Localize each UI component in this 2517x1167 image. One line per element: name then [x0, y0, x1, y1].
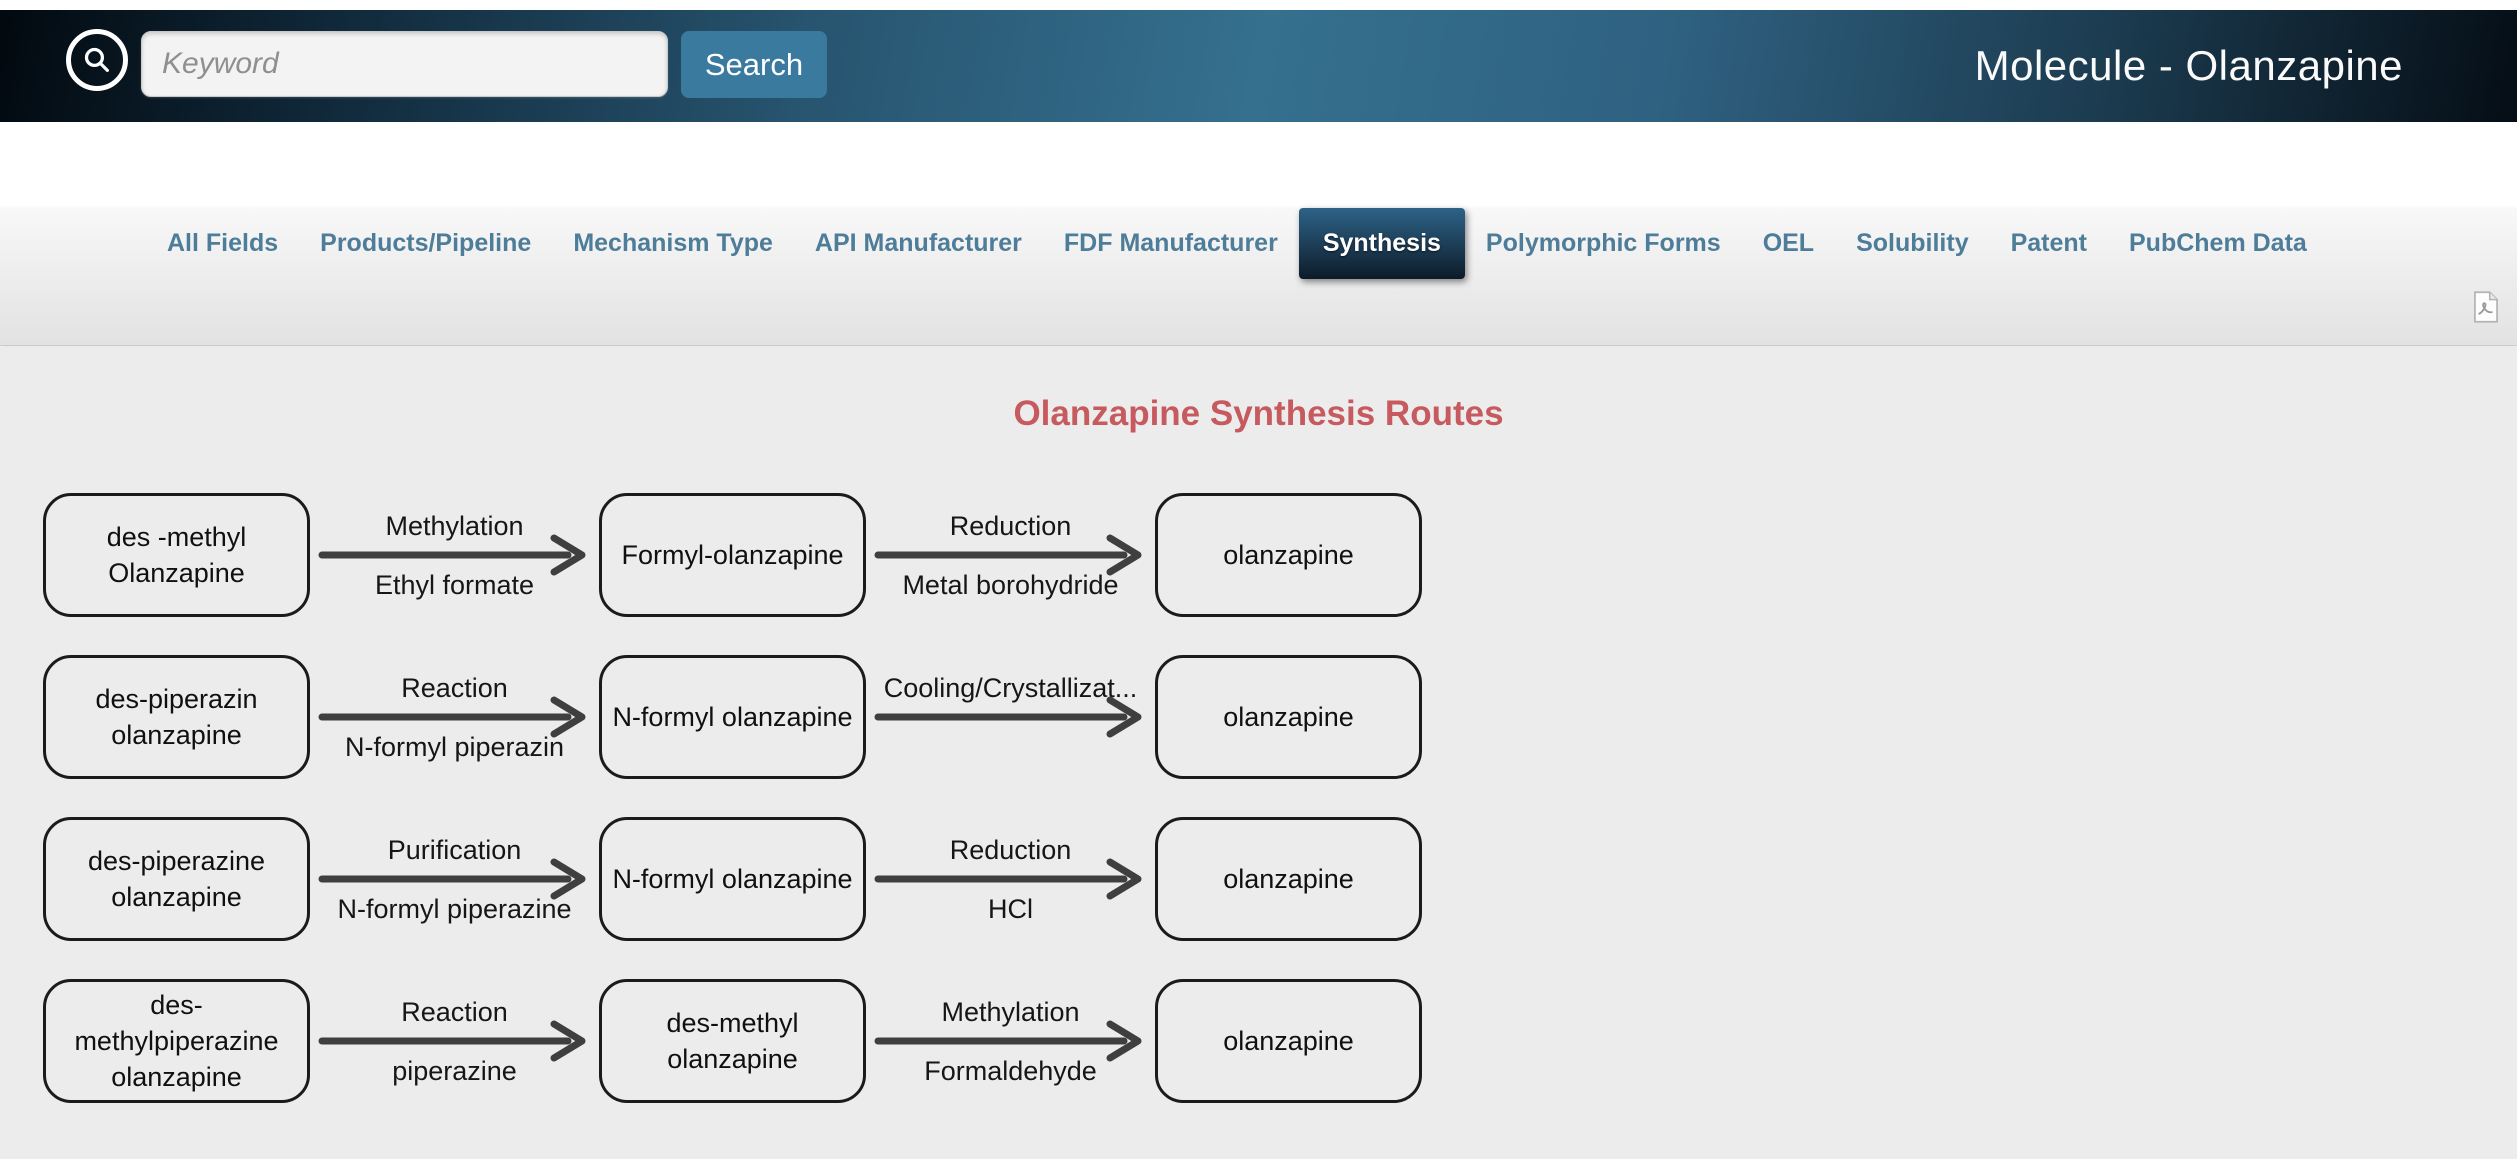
tab-mechanism-type[interactable]: Mechanism Type: [573, 229, 773, 257]
right-arrow-icon: [874, 696, 1142, 738]
keyword-search-input[interactable]: [141, 31, 668, 97]
molecule-node: olanzapine: [1155, 979, 1422, 1103]
right-arrow-icon: [874, 858, 1142, 900]
reaction-label: Reduction: [949, 835, 1072, 865]
right-arrow-icon: [874, 534, 1142, 576]
molecule-node: olanzapine: [1155, 655, 1422, 779]
tab-navigation-bar: All Fields Products/Pipeline Mechanism Typ…: [0, 208, 2517, 346]
tab-oel[interactable]: OEL: [1762, 229, 1815, 257]
synthesis-routes-title: Olanzapine Synthesis Routes: [1013, 394, 1504, 433]
node-text-line: des-piperazine: [87, 846, 266, 876]
node-text-line: N-formyl olanzapine: [612, 702, 853, 732]
right-arrow-icon: [318, 1020, 586, 1062]
right-arrow-icon: [318, 534, 586, 576]
molecule-node: Formyl-olanzapine: [599, 493, 866, 617]
pdf-page-glyph: [2474, 291, 2498, 323]
molecule-node: olanzapine: [1155, 493, 1422, 617]
node-text-line: N-formyl olanzapine: [612, 864, 853, 894]
reaction-label: Methylation: [385, 511, 524, 541]
reagent-label: Ethyl formate: [374, 570, 535, 600]
nav-tabs: All Fields Products/Pipeline Mechanism Typ…: [0, 208, 2517, 279]
reaction-arrow: Reaction piperazine: [310, 979, 599, 1103]
molecule-node: des-methylpiperazine olanzapine: [43, 979, 310, 1103]
reagent-label: Formaldehyde: [924, 1056, 1097, 1086]
node-text-line: olanzapine: [1223, 1026, 1354, 1056]
node-text-line: Olanzapine: [108, 558, 245, 588]
right-arrow-icon: [318, 858, 586, 900]
molecule-node: N-formyl olanzapine: [599, 817, 866, 941]
node-text-line: des -methyl: [106, 522, 247, 552]
node-text-line: des-methyl: [666, 1008, 799, 1038]
reagent-label: piperazine: [392, 1056, 517, 1086]
reaction-label: Cooling/Crystallizat...: [883, 673, 1138, 703]
right-arrow-icon: [874, 1020, 1142, 1062]
tab-fdf-manufacturer[interactable]: FDF Manufacturer: [1063, 229, 1278, 257]
node-text-line: olanzapine: [667, 1044, 798, 1074]
reaction-label: Methylation: [941, 997, 1080, 1027]
tab-solubility[interactable]: Solubility: [1856, 229, 1969, 257]
search-icon: [66, 29, 128, 91]
reaction-label: Reaction: [401, 673, 508, 703]
tab-api-manufacturer[interactable]: API Manufacturer: [814, 229, 1022, 257]
reagent-label: N-formyl piperazine: [337, 894, 572, 924]
tab-synthesis[interactable]: Synthesis: [1298, 208, 1465, 279]
molecule-node: olanzapine: [1155, 817, 1422, 941]
right-arrow-icon: [318, 696, 586, 738]
tab-pubchem-data[interactable]: PubChem Data: [2129, 229, 2307, 257]
tab-all-fields[interactable]: All Fields: [167, 229, 279, 257]
reagent-label: Metal borohydride: [902, 570, 1119, 600]
reaction-label: Reduction: [949, 511, 1072, 541]
node-text-line: des-methylpiperazine: [74, 990, 279, 1056]
reaction-label: Reaction: [401, 997, 508, 1027]
page-title: Molecule - Olanzapine: [1974, 42, 2403, 89]
node-text-line: olanzapine: [1223, 864, 1354, 894]
magnifier-glyph: [84, 47, 109, 72]
tab-products-pipeline[interactable]: Products/Pipeline: [320, 229, 532, 257]
node-text-line: olanzapine: [111, 882, 242, 912]
node-text-line: Formyl-olanzapine: [621, 540, 844, 570]
node-text-line: des-piperazin: [95, 684, 258, 714]
reaction-label: Purification: [387, 835, 522, 865]
molecule-node: des-piperazine olanzapine: [43, 817, 310, 941]
top-header-bar: Search Molecule - Olanzapine: [0, 10, 2517, 122]
search-button[interactable]: Search: [681, 31, 827, 98]
molecule-node: des-methyl olanzapine: [599, 979, 866, 1103]
tab-polymorphic-forms[interactable]: Polymorphic Forms: [1485, 229, 1721, 257]
reagent-label: N-formyl piperazin: [344, 732, 565, 762]
node-text-line: olanzapine: [1223, 540, 1354, 570]
node-text-line: olanzapine: [111, 1062, 242, 1092]
pdf-export-icon[interactable]: [2471, 291, 2501, 323]
molecule-node: des-piperazin olanzapine: [43, 655, 310, 779]
tab-patent[interactable]: Patent: [2010, 229, 2087, 257]
reagent-label: HCl: [988, 894, 1033, 924]
molecule-node: N-formyl olanzapine: [599, 655, 866, 779]
route-row: des-methylpiperazine olanzapine Reaction pi…: [43, 979, 2517, 1103]
reaction-arrow: Cooling/Crystallizat...: [866, 655, 1155, 779]
node-text-line: olanzapine: [1223, 702, 1354, 732]
node-text-line: olanzapine: [111, 720, 242, 750]
